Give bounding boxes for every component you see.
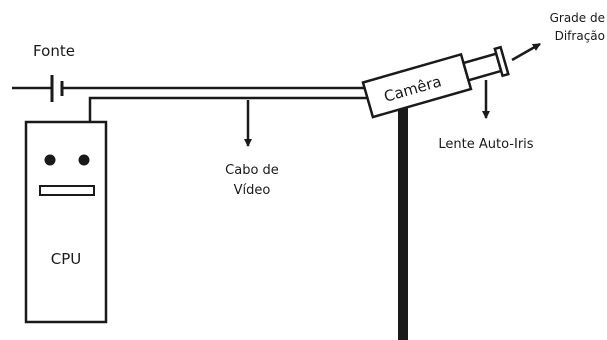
cpu-indicator-right xyxy=(78,154,90,166)
camera-pole xyxy=(398,100,408,340)
video-cable-label-line2: Vídeo xyxy=(234,183,271,198)
video-cable xyxy=(88,96,372,122)
cpu-drive-slot xyxy=(39,185,95,196)
video-cable-label-line1: Cabo de xyxy=(225,163,279,178)
cpu-indicator-left xyxy=(44,154,56,166)
grating-label-line1: Grade de xyxy=(550,11,605,25)
cpu-tower xyxy=(24,120,108,324)
camera-assembly: Camêra xyxy=(361,45,510,119)
source-label: Fonte xyxy=(33,42,75,60)
diffraction-grating xyxy=(493,45,510,78)
cpu-label: CPU xyxy=(51,250,82,268)
auto-iris-lens xyxy=(461,52,503,82)
lens-label: Lente Auto-Iris xyxy=(438,137,533,152)
grating-label-line2: Difração xyxy=(555,29,605,43)
power-source-symbol xyxy=(12,75,64,102)
grating-arrow xyxy=(511,42,541,62)
